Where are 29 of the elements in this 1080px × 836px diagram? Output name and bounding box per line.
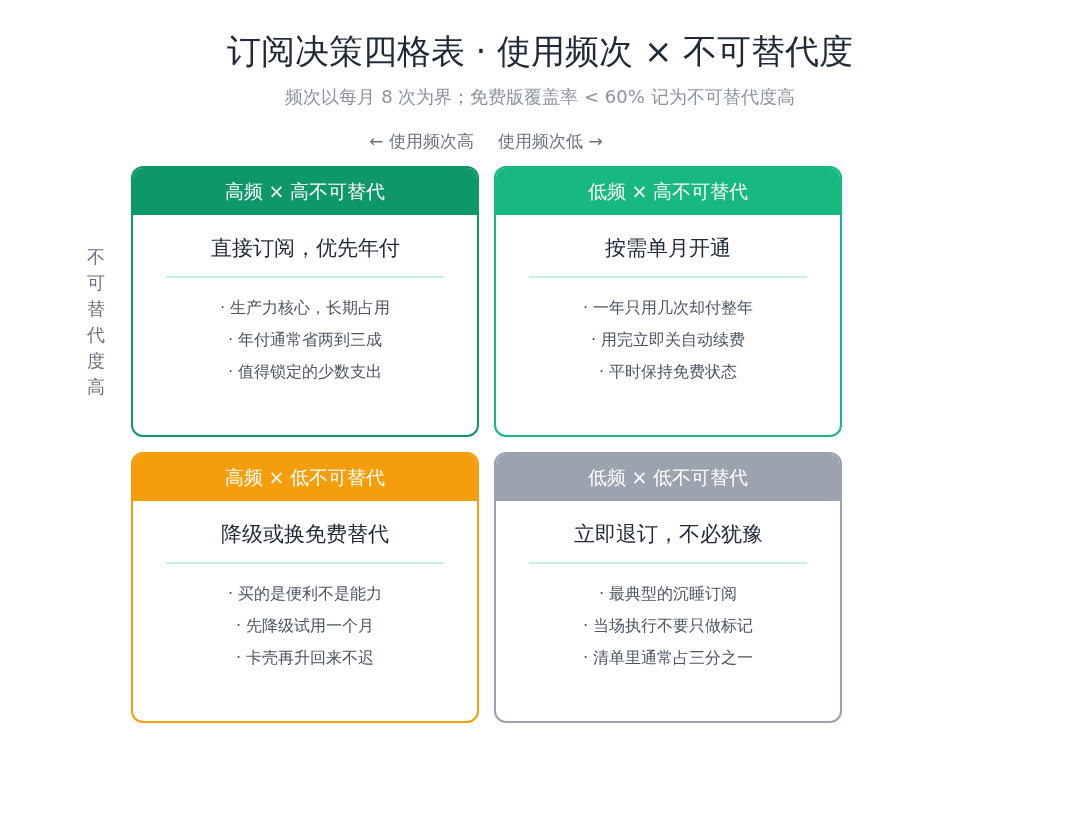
bullet-text: · 值得锁定的少数支出 xyxy=(227,361,383,383)
axis-label: 使用频次低 → xyxy=(498,130,603,153)
bullet-text: · 先降级试用一个月 xyxy=(235,615,375,637)
subtitle: 频次以每月 8 次为界；免费版覆盖率 < 60% 记为不可替代度高 xyxy=(285,86,795,107)
action-heading: 按需单月开通 xyxy=(605,235,731,262)
quadrant-card xyxy=(131,166,479,437)
bullet-text: · 清单里通常占三分之一 xyxy=(582,647,754,669)
quadrant-header: 低频 × 高不可替代 xyxy=(496,168,840,215)
action-heading: 直接订阅，优先年付 xyxy=(210,235,400,262)
chart-title: 订阅决策四格表 · 使用频次 × 不可替代度 xyxy=(226,31,854,71)
bullet-text: · 卡壳再升回来不迟 xyxy=(235,647,375,669)
quadrant-header: 高频 × 高不可替代 xyxy=(133,168,477,215)
bullet-text: · 平时保持免费状态 xyxy=(598,361,738,383)
bullet-text: · 生产力核心，长期占用 xyxy=(219,297,391,319)
quadrant-card xyxy=(131,452,479,723)
axis-label: ← 使用频次高 xyxy=(369,130,474,153)
quadrant-header: 高频 × 低不可替代 xyxy=(133,454,477,501)
bullet-text: · 最典型的沉睡订阅 xyxy=(598,583,738,605)
quadrant-card xyxy=(494,166,842,437)
action-heading: 降级或换免费替代 xyxy=(221,521,389,548)
axis-label: 不可替代度高 xyxy=(86,245,106,399)
bullet-text: · 当场执行不要只做标记 xyxy=(582,615,754,637)
bullet-text: · 年付通常省两到三成 xyxy=(227,329,383,351)
quadrant-header: 低频 × 低不可替代 xyxy=(496,454,840,501)
bullet-text: · 一年只用几次却付整年 xyxy=(582,297,754,319)
bullet-text: · 买的是便利不是能力 xyxy=(227,583,383,605)
quadrant-card xyxy=(494,452,842,723)
bullet-text: · 用完立即关自动续费 xyxy=(590,329,746,351)
action-heading: 立即退订，不必犹豫 xyxy=(573,521,763,548)
